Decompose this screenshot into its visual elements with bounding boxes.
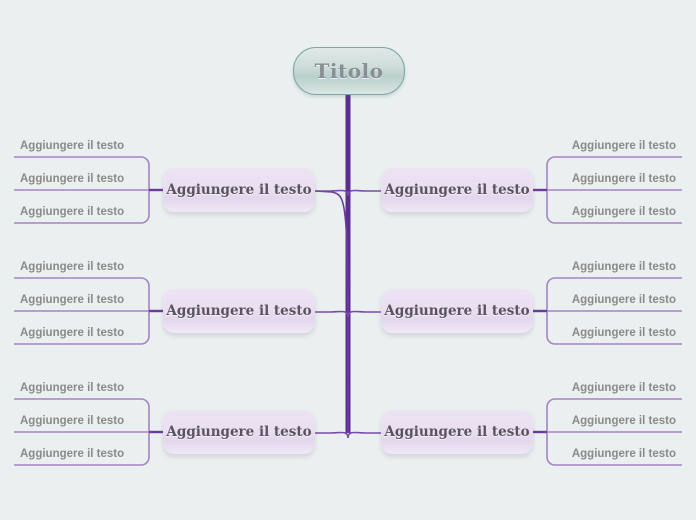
branch-node-right-3[interactable]: Aggiungere il testo (381, 410, 533, 454)
root-node[interactable]: Titolo (293, 47, 405, 95)
leaf-label: Aggiungere il testo (571, 382, 676, 394)
leaf-label: Aggiungere il testo (571, 294, 676, 306)
leaf-label: Aggiungere il testo (20, 294, 125, 306)
leaf-left-3-2[interactable]: Aggiungere il testo (20, 406, 148, 432)
root-node-label: Titolo (314, 59, 384, 83)
branch-node-left-1[interactable]: Aggiungere il testo (163, 168, 315, 212)
branch-node-right-1[interactable]: Aggiungere il testo (381, 168, 533, 212)
leaf-label: Aggiungere il testo (571, 261, 676, 273)
leaf-left-3-1[interactable]: Aggiungere il testo (20, 373, 148, 399)
leaf-right-2-3[interactable]: Aggiungere il testo (548, 318, 676, 344)
leaf-right-2-1[interactable]: Aggiungere il testo (548, 252, 676, 278)
leaf-right-3-1[interactable]: Aggiungere il testo (548, 373, 676, 399)
leaf-left-3-3[interactable]: Aggiungere il testo (20, 439, 148, 465)
leaf-label: Aggiungere il testo (20, 382, 125, 394)
branch-node-label: Aggiungere il testo (384, 303, 530, 319)
leaf-label: Aggiungere il testo (20, 415, 125, 427)
leaf-label: Aggiungere il testo (571, 448, 676, 460)
junction-curve-left-row3 (315, 431, 349, 439)
leaf-left-1-3[interactable]: Aggiungere il testo (20, 197, 148, 223)
junction-curve-left-1 (314, 190, 349, 434)
junction-curve-left-row1 (315, 189, 349, 197)
branch-node-left-2[interactable]: Aggiungere il testo (163, 289, 315, 333)
leaf-right-2-2[interactable]: Aggiungere il testo (548, 285, 676, 311)
leaf-left-2-1[interactable]: Aggiungere il testo (20, 252, 148, 278)
branch-node-label: Aggiungere il testo (384, 424, 530, 440)
leaf-label: Aggiungere il testo (20, 327, 125, 339)
junction-curve-left-row2 (315, 310, 349, 318)
branch-node-left-3[interactable]: Aggiungere il testo (163, 410, 315, 454)
leaf-label: Aggiungere il testo (571, 327, 676, 339)
leaf-right-1-3[interactable]: Aggiungere il testo (548, 197, 676, 223)
leaf-right-3-3[interactable]: Aggiungere il testo (548, 439, 676, 465)
junction-curve-right-row2 (347, 310, 381, 318)
branch-node-label: Aggiungere il testo (384, 182, 530, 198)
branch-node-label: Aggiungere il testo (166, 182, 312, 198)
leaf-left-1-1[interactable]: Aggiungere il testo (20, 131, 148, 157)
branch-node-label: Aggiungere il testo (166, 303, 312, 319)
leaf-left-2-3[interactable]: Aggiungere il testo (20, 318, 148, 344)
leaf-label: Aggiungere il testo (20, 206, 125, 218)
junction-curve-right-row1 (347, 189, 381, 197)
leaf-left-2-2[interactable]: Aggiungere il testo (20, 285, 148, 311)
branch-node-label: Aggiungere il testo (166, 424, 312, 440)
leaf-right-3-2[interactable]: Aggiungere il testo (548, 406, 676, 432)
leaf-label: Aggiungere il testo (571, 415, 676, 427)
leaf-label: Aggiungere il testo (571, 206, 676, 218)
leaf-left-1-2[interactable]: Aggiungere il testo (20, 164, 148, 190)
leaf-right-1-2[interactable]: Aggiungere il testo (548, 164, 676, 190)
leaf-label: Aggiungere il testo (571, 140, 676, 152)
leaf-right-1-1[interactable]: Aggiungere il testo (548, 131, 676, 157)
leaf-label: Aggiungere il testo (20, 140, 125, 152)
leaf-label: Aggiungere il testo (571, 173, 676, 185)
leaf-label: Aggiungere il testo (20, 261, 125, 273)
leaf-label: Aggiungere il testo (20, 448, 125, 460)
leaf-label: Aggiungere il testo (20, 173, 125, 185)
branch-node-right-2[interactable]: Aggiungere il testo (381, 289, 533, 333)
junction-curve-right-row3 (347, 431, 381, 439)
